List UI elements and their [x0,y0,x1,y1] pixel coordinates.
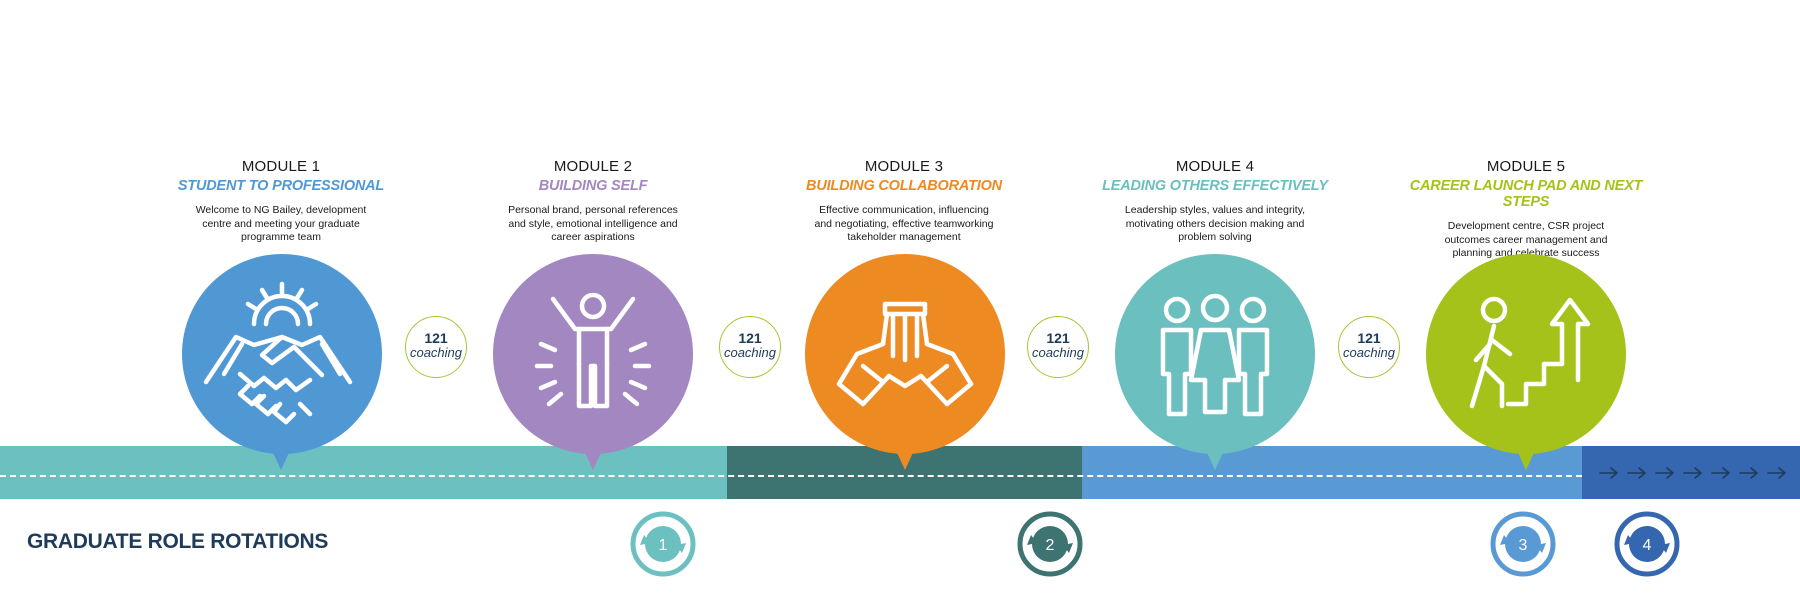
module-5-number: MODULE 5 [1486,158,1566,175]
coaching-1-label: coaching [409,345,463,360]
road-segment-3 [1082,446,1582,499]
module-3-title: BUILDING COLLABORATION [806,178,1002,194]
walking-up-stairs-icon [1469,296,1591,409]
coaching-4-number: 121 [1357,330,1381,346]
rotation-badge-3: 3 [1490,511,1556,577]
coaching-3-number: 121 [1046,330,1070,346]
coaching-3-label: coaching [1031,345,1085,360]
coaching-badge-1: 121 coaching [405,316,467,378]
module-1-number: MODULE 1 [241,158,321,175]
module-4-title: LEADING OTHERS EFFECTIVELY [1102,178,1328,194]
module-5-title: CAREER LAUNCH PAD AND NEXT STEPS [1409,178,1643,210]
module-4-description: Leadership styles, values and integrity,… [1124,204,1306,243]
coaching-1-number: 121 [424,330,448,346]
road-dashed-line [0,475,1582,477]
module-3-number: MODULE 3 [864,158,944,175]
module-1-bubble [182,254,382,454]
group-of-people-icon [1160,293,1270,417]
module-3: MODULE 3 BUILDING COLLABORATION Effectiv… [779,158,1029,245]
coaching-badge-3: 121 coaching [1027,316,1089,378]
rotation-3-number: 3 [1519,537,1528,554]
coaching-2-number: 121 [738,330,762,346]
module-2-bubble [493,254,693,454]
module-2-title: BUILDING SELF [538,178,648,194]
module-1-description: Welcome to NG Bailey, development centre… [195,204,367,243]
module-2: MODULE 2 BUILDING SELF Personal brand, p… [468,158,718,245]
rotation-4-icon: 4 [1614,511,1680,577]
module-4-number: MODULE 4 [1175,158,1255,175]
module-4-bubble [1115,254,1315,454]
module-5-bubble [1426,254,1626,454]
coaching-4-label: coaching [1342,345,1396,360]
coaching-badge-4: 121 coaching [1338,316,1400,378]
stacked-hands-icon [836,301,974,407]
module-1: MODULE 1 STUDENT TO PROFESSIONAL Welcome… [156,158,406,245]
module-1-title: STUDENT TO PROFESSIONAL [177,178,385,194]
rotation-1-number: 1 [659,537,668,554]
module-4: MODULE 4 LEADING OTHERS EFFECTIVELY Lead… [1090,158,1340,245]
module-2-description: Personal brand, personal references and … [508,204,678,243]
rotation-1-icon: 1 [630,511,696,577]
module-3-bubble [805,254,1005,454]
person-celebrating-icon [534,292,652,409]
module-3-description: Effective communication, influencing and… [814,204,994,243]
rotation-2-icon: 2 [1017,511,1083,577]
rotation-4-number: 4 [1643,537,1652,554]
rotation-2-number: 2 [1046,537,1055,554]
coaching-badge-2: 121 coaching [719,316,781,378]
module-2-number: MODULE 2 [553,158,633,175]
rotations-heading: GRADUATE ROLE ROTATIONS [27,530,329,553]
rotation-3-icon: 3 [1490,511,1556,577]
rotation-badge-4: 4 [1614,511,1680,577]
road-segment-1 [0,446,727,499]
rotation-badge-1: 1 [630,511,696,577]
coaching-2-label: coaching [723,345,777,360]
module-5-description: Development centre, CSR project outcomes… [1444,220,1608,259]
rotation-badge-2: 2 [1017,511,1083,577]
handshake-gear-icon [203,281,353,425]
module-5: MODULE 5 CAREER LAUNCH PAD AND NEXT STEP… [1401,158,1651,261]
road-arrows-icon [1599,467,1786,479]
